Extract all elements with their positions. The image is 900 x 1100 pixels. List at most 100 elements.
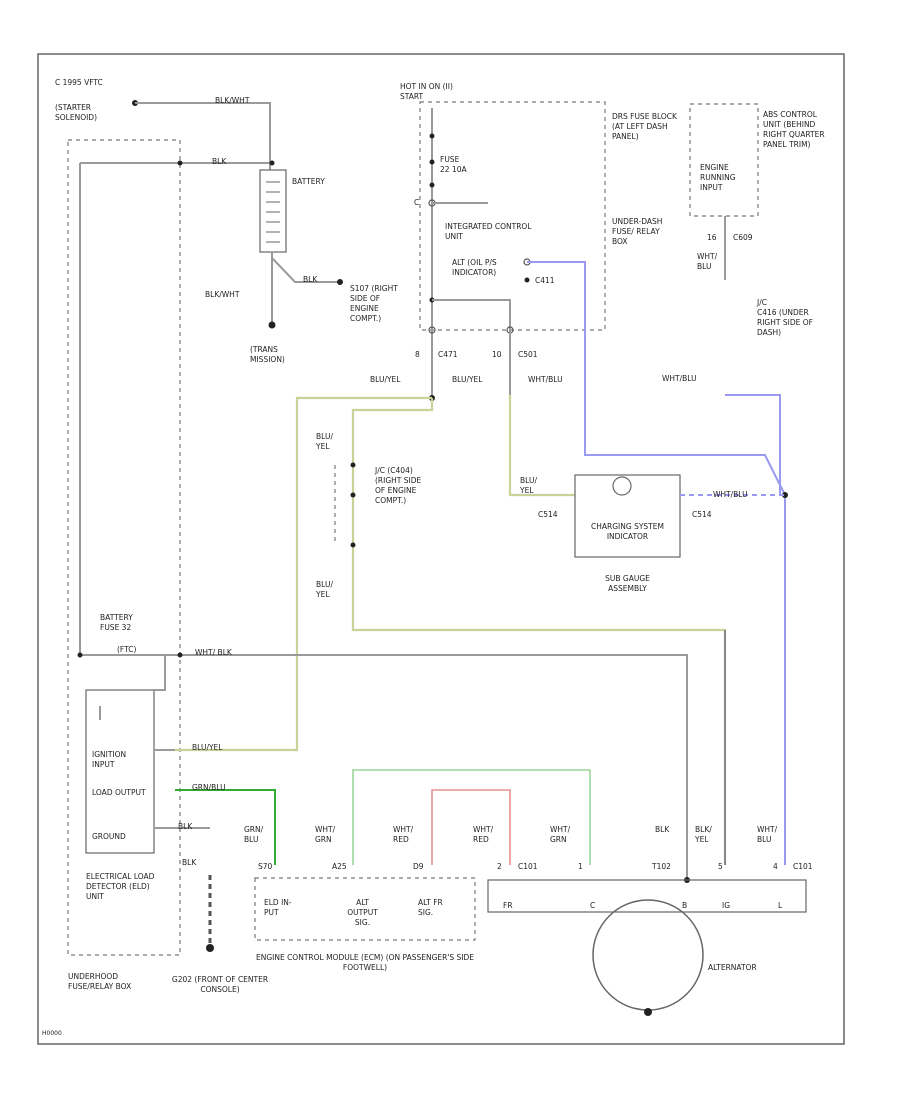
trans-ground-icon: [268, 321, 276, 329]
g202-ground-icon: [206, 944, 214, 952]
wire-label: BLK/WHT: [215, 96, 250, 105]
wire-blu-yel-ignition: [175, 396, 432, 752]
jc-c404-label: J/C (C404) (RIGHT SIDE OF ENGINE COMPT.): [375, 466, 422, 506]
alternator-connector: [487, 879, 807, 913]
wire-label: WHT/BLU: [528, 375, 563, 384]
c416-label: C416 (UNDER RIGHT SIDE OF DASH): [757, 308, 813, 338]
connector-label: S70: [258, 862, 273, 871]
wire-label: WHT/ BLU: [697, 252, 718, 272]
c514-label: C514: [538, 510, 558, 519]
wire-starter-battery: [135, 102, 271, 170]
wire-label: BLK: [182, 858, 197, 867]
hot-in-on-label: HOT IN ON (II) START: [400, 82, 453, 102]
wire-label: BLK: [212, 157, 227, 166]
connector-label: D9: [413, 862, 424, 871]
pin-label: 4: [773, 862, 778, 871]
wire-label: BLK/ YEL: [695, 825, 712, 845]
fuse-22-label: FUSE 22 10A: [440, 155, 467, 175]
alt-pin-fr: FR: [503, 901, 513, 910]
load-output-label: LOAD OUTPUT: [92, 788, 146, 797]
starter-label: (STARTER SOLENOID): [55, 103, 98, 123]
alt-pin-l: L: [778, 901, 783, 910]
eld-unit-box: [85, 689, 155, 854]
integrated-control-label: INTEGRATED CONTROL UNIT: [445, 222, 532, 242]
alt-indicator-label: ALT (OIL P/S INDICATOR): [452, 258, 497, 278]
wire-label: WHT/BLU: [662, 374, 697, 383]
indicator-lamp-icon: [612, 476, 632, 496]
s107-label: S107 (RIGHT SIDE OF ENGINE COMPT.): [350, 284, 398, 324]
wire-label: WHT/ GRN: [315, 825, 336, 845]
wire-label: WHT/ RED: [473, 825, 494, 845]
engine-running-label: ENGINE RUNNING INPUT: [700, 163, 736, 193]
fuse-relay-box-label: UNDERHOOD FUSE/RELAY BOX: [68, 972, 132, 992]
charging-indicator-box: [574, 474, 681, 558]
abs-unit-label: ABS CONTROL UNIT (BEHIND RIGHT QUARTER P…: [763, 110, 825, 150]
wire-label: WHT/ BLU: [757, 825, 778, 845]
alt-pin-c: C: [590, 901, 596, 910]
wire-wht-blu-jc: [725, 394, 781, 495]
wire-label: BLU/YEL: [192, 743, 223, 752]
trans-ground-label: (TRANS MISSION): [250, 345, 285, 365]
wire-battery-fuse-alt: [80, 654, 688, 880]
copyright-label: C 1995 VFTC: [55, 78, 103, 87]
wire-label: BLK: [178, 822, 193, 831]
pin-label: 1: [578, 862, 583, 871]
connector-label: T102: [652, 862, 671, 871]
wire-label: WHT/ BLK: [195, 648, 232, 657]
pin-label: 5: [718, 862, 723, 871]
wire-label: BLK: [303, 275, 318, 284]
wire-label: BLK/WHT: [205, 290, 240, 299]
alternator-label: ALTERNATOR: [708, 963, 757, 972]
battery-label: BATTERY: [292, 177, 325, 186]
pin-label: 2: [497, 862, 502, 871]
abs-control-box: [689, 103, 759, 217]
battery-fuse-label: BATTERY FUSE 32: [100, 613, 133, 633]
wire-blu-yel-indicator: [508, 395, 575, 497]
wire-label: BLU/ YEL: [316, 432, 333, 452]
alt-pin-b: B: [682, 901, 688, 910]
wire-label: BLU/ YEL: [520, 476, 537, 496]
wire-label: GRN/ BLU: [244, 825, 264, 845]
wire-label: BLU/ YEL: [316, 580, 333, 600]
wire-label: WHT/BLU: [713, 490, 748, 499]
wire-grn-blu: [175, 789, 276, 865]
underhood-box-outline: [67, 139, 181, 956]
fuse-amp-label: (FTC): [117, 645, 137, 654]
gauge-assembly-label: SUB GAUGE ASSEMBLY: [605, 574, 650, 594]
wire-label: GRN/BLU: [192, 783, 226, 792]
c471-label: C471: [438, 350, 458, 359]
diagram-frame: [37, 53, 845, 1045]
ecm-box: [254, 877, 476, 941]
eld-input-label: ELD IN- PUT: [264, 898, 292, 918]
c411-label: C411: [535, 276, 555, 285]
c514b-label: C514: [692, 510, 712, 519]
ecm-label: ENGINE CONTROL MODULE (ECM) (ON PASSENGE…: [255, 953, 475, 973]
ground-label: GROUND: [92, 832, 126, 841]
wire-label: BLU/YEL: [370, 375, 401, 384]
wire-wht-red: [431, 789, 511, 865]
g202-label: G202 (FRONT OF CENTER CONSOLE): [171, 975, 269, 995]
c501-label: C501: [518, 350, 538, 359]
wire-label: BLK: [655, 825, 670, 834]
wire-label: WHT/ GRN: [550, 825, 571, 845]
c609-label: C609: [733, 233, 753, 242]
pin-label: 8: [415, 350, 420, 359]
eld-unit-label: ELECTRICAL LOAD DETECTOR (ELD) UNIT: [86, 872, 155, 902]
alt-fr-label: ALT FR SIG.: [418, 898, 443, 918]
connector-label: A25: [332, 862, 347, 871]
ignition-input-label: IGNITION INPUT: [92, 750, 127, 770]
under-dash-relay-label: UNDER-DASH FUSE/ RELAY BOX: [612, 217, 663, 247]
pin-label: 16: [707, 233, 717, 242]
jc-label: J/C: [757, 298, 767, 307]
charging-indicator-label: CHARGING SYSTEM INDICATOR: [591, 522, 664, 542]
c-label: C: [414, 198, 420, 207]
connector-label: C101: [793, 862, 813, 871]
wire-wht-blu: [527, 261, 786, 865]
fuse-block-label: DRS FUSE BLOCK (AT LEFT DASH PANEL): [612, 112, 677, 142]
wire-label: BLU/YEL: [452, 375, 483, 384]
wire-label: WHT/ RED: [393, 825, 414, 845]
connector-label: C101: [518, 862, 538, 871]
wire-wht-grn: [352, 769, 591, 865]
alt-output-label: ALT OUTPUT SIG.: [347, 898, 378, 928]
